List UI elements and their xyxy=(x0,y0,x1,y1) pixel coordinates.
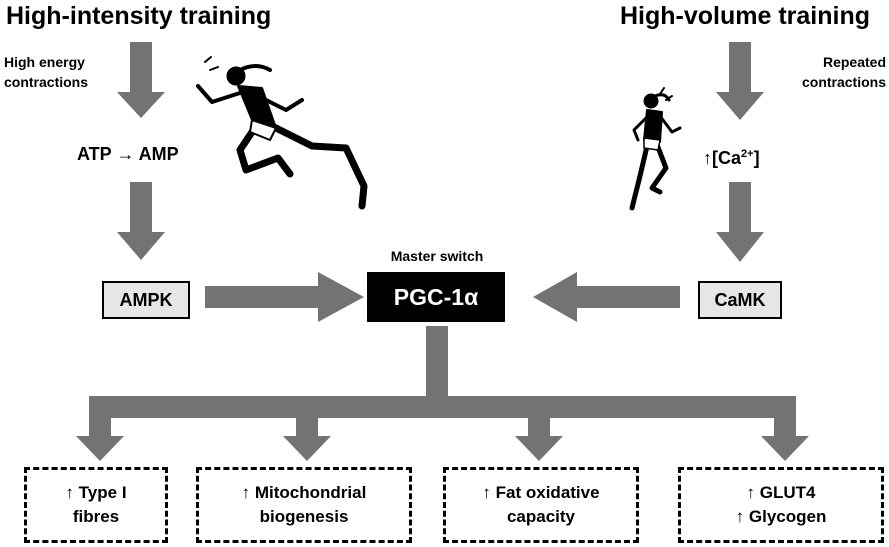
outcome-2-line1: ↑ Mitochondrial xyxy=(241,483,367,502)
arrow-right-ampk-to-pgc xyxy=(205,272,364,322)
trunk-connector xyxy=(426,326,448,404)
outcome-box-type-i-fibres: ↑ Type I fibres xyxy=(24,467,168,543)
title-high-volume-training: High-volume training xyxy=(620,2,870,30)
jogging-runner-icon xyxy=(629,87,682,211)
outcome-4-line1: ↑ GLUT4 xyxy=(746,483,816,502)
right-trigger-line2: contractions xyxy=(801,74,886,90)
branch-arrow-1 xyxy=(76,418,124,461)
arrow-group xyxy=(76,42,809,461)
pgc-1a-node: PGC-1α xyxy=(367,272,505,322)
right-trigger-label: Repeated contractions xyxy=(766,52,886,92)
arrow-left-camk-to-pgc xyxy=(533,272,680,322)
branch-arrow-3 xyxy=(515,418,563,461)
outcome-box-fat-oxidative-capacity: ↑ Fat oxidative capacity xyxy=(443,467,639,543)
branch-arrow-2 xyxy=(283,418,331,461)
ampk-box: AMPK xyxy=(102,281,190,319)
calcium-superscript: 2+ xyxy=(741,148,754,160)
calcium-suffix: ] xyxy=(753,148,760,168)
arrow-down-left-1 xyxy=(117,42,165,118)
branch-arrow-4 xyxy=(761,418,809,461)
outcome-1-line2: fibres xyxy=(72,507,120,526)
right-trigger-line1: Repeated xyxy=(822,54,886,70)
sprinting-runner-icon xyxy=(196,56,368,210)
title-high-intensity-training: High-intensity training xyxy=(6,2,272,30)
arrow-down-right-2 xyxy=(716,182,764,262)
arrow-down-left-2 xyxy=(117,182,165,260)
outcome-3-line2: capacity xyxy=(506,507,576,526)
master-switch-caption: Master switch xyxy=(390,248,484,264)
branch-bar xyxy=(89,396,796,418)
left-trigger-line1: High energy xyxy=(4,54,85,70)
outcome-4-line2: ↑ Glycogen xyxy=(735,507,827,526)
calcium-label: ↑[Ca2+] xyxy=(703,143,760,169)
outcome-3-line1: ↑ Fat oxidative xyxy=(482,483,600,502)
camk-box: CaMK xyxy=(698,281,782,319)
left-trigger-line2: contractions xyxy=(4,74,89,90)
outcome-2-line2: biogenesis xyxy=(259,507,349,526)
outcome-1-line1: ↑ Type I xyxy=(65,483,127,502)
calcium-prefix: ↑[Ca xyxy=(703,148,742,168)
left-trigger-label: High energy contractions xyxy=(4,52,114,92)
arrow-down-right-1 xyxy=(716,42,764,120)
outcome-box-mitochondrial-biogenesis: ↑ Mitochondrial biogenesis xyxy=(196,467,412,543)
atp-to-amp-label: ATP → AMP xyxy=(77,144,179,164)
outcome-box-glut4-glycogen: ↑ GLUT4 ↑ Glycogen xyxy=(678,467,884,543)
